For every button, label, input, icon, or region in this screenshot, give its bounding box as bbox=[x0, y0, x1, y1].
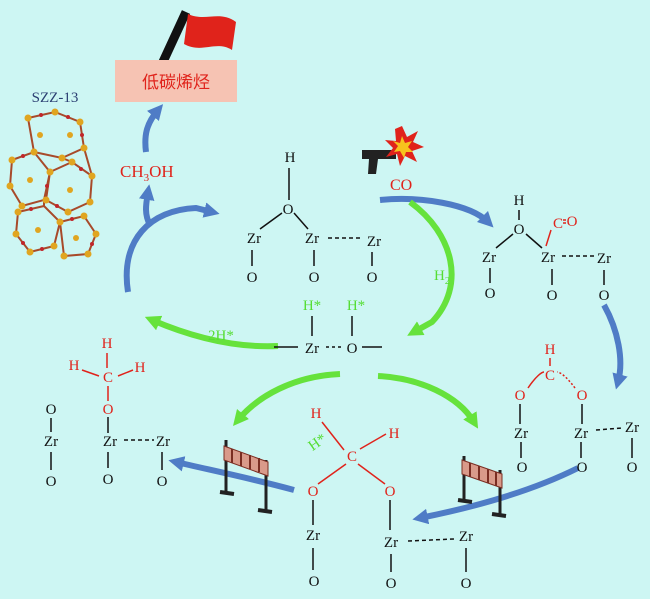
atom-h: H bbox=[545, 342, 556, 358]
atom-o: O bbox=[386, 576, 397, 592]
methanol-label: CH3OH bbox=[120, 162, 174, 184]
atom-zr: Zr bbox=[44, 434, 58, 450]
arrow-formate-formation bbox=[601, 303, 628, 390]
structure-h-dissociated: H* H* Zr O bbox=[274, 298, 382, 357]
atom-o: O bbox=[103, 402, 114, 418]
atom-c: C bbox=[545, 368, 555, 384]
atom-o: O bbox=[517, 460, 528, 476]
co-label: CO bbox=[390, 177, 412, 194]
structure-formate: H C O O Zr Zr Zr O O O bbox=[514, 342, 639, 476]
atom-h: H bbox=[514, 193, 525, 209]
atom-zr: Zr bbox=[247, 231, 261, 247]
barrier-icon bbox=[219, 440, 273, 514]
atom-o: O bbox=[157, 474, 168, 490]
product-label: 低碳烯烃 bbox=[142, 73, 210, 92]
arrow-co-adsorption bbox=[379, 195, 494, 228]
product-box bbox=[115, 60, 237, 102]
atom-zr: Zr bbox=[597, 251, 611, 267]
atom-o: O bbox=[514, 222, 525, 238]
atom-o: O bbox=[46, 474, 57, 490]
atom-o: O bbox=[283, 202, 294, 218]
atom-zr: Zr bbox=[305, 341, 319, 357]
atom-c: C bbox=[347, 449, 357, 465]
arrow-h-to-left bbox=[233, 371, 341, 426]
atom-zr: Zr bbox=[305, 231, 319, 247]
atom-o: O bbox=[347, 341, 358, 357]
atom-o: O bbox=[367, 270, 378, 286]
atom-zr: Zr bbox=[541, 250, 555, 266]
structure-methoxy: H H H C O Zr Zr O O O Zr O bbox=[44, 336, 170, 490]
atom-o: O bbox=[515, 388, 526, 404]
atom-h: H bbox=[311, 406, 322, 422]
atom-o: O bbox=[547, 288, 558, 304]
atom-o: O bbox=[103, 472, 114, 488]
arrow-h2-dissociation bbox=[407, 199, 455, 336]
atom-o: O bbox=[247, 270, 258, 286]
atom-zr: Zr bbox=[384, 535, 398, 551]
atom-o: O bbox=[567, 214, 578, 230]
atom-h-star: H* bbox=[347, 298, 365, 314]
atom-c: C bbox=[553, 216, 563, 232]
atom-h: H bbox=[102, 336, 113, 352]
atom-zr: Zr bbox=[156, 434, 170, 450]
atom-o: O bbox=[485, 286, 496, 302]
atom-o: O bbox=[627, 460, 638, 476]
atom-o: O bbox=[309, 270, 320, 286]
atom-c: C bbox=[103, 370, 113, 386]
barrier-icon bbox=[457, 456, 507, 518]
atom-o: O bbox=[309, 574, 320, 590]
arrow-2h-transfer bbox=[144, 315, 279, 350]
atom-zr: Zr bbox=[367, 234, 381, 250]
atom-zr: Zr bbox=[574, 426, 588, 442]
atom-o: O bbox=[461, 576, 472, 592]
atom-o: O bbox=[577, 460, 588, 476]
atom-zr: Zr bbox=[306, 528, 320, 544]
catalyst-label: SZZ-13 bbox=[32, 90, 79, 106]
twoh-label: 2H* bbox=[208, 328, 234, 344]
flag-icon bbox=[157, 10, 236, 66]
atom-h: H bbox=[285, 150, 296, 166]
atom-zr: Zr bbox=[103, 434, 117, 450]
atom-o: O bbox=[385, 484, 396, 500]
arrow-to-methoxy bbox=[168, 456, 295, 493]
atom-h: H bbox=[69, 358, 80, 374]
atom-zr: Zr bbox=[625, 420, 639, 436]
arrow-cycle-upper-left bbox=[123, 202, 220, 293]
atom-o: O bbox=[46, 402, 57, 418]
atom-zr: Zr bbox=[482, 250, 496, 266]
explosion-icon bbox=[385, 126, 424, 166]
structure-co-adsorbed: H O Zr Zr Zr O O O C O bbox=[482, 193, 611, 304]
atom-zr: Zr bbox=[514, 426, 528, 442]
atom-o: O bbox=[599, 288, 610, 304]
catalyst-framework-icon bbox=[6, 108, 100, 260]
atom-h: H bbox=[389, 426, 400, 442]
atom-h-star: H* bbox=[303, 298, 321, 314]
atom-zr: Zr bbox=[459, 529, 473, 545]
structure-hydroxyl-top: H O Zr Zr Zr O O O bbox=[247, 150, 382, 286]
atom-o: O bbox=[308, 484, 319, 500]
arrow-h-to-right bbox=[377, 373, 479, 429]
arrow-methanol-to-olefin bbox=[142, 104, 164, 153]
atom-o: O bbox=[577, 388, 588, 404]
h2-label: H2 bbox=[434, 268, 450, 287]
atom-h: H bbox=[135, 360, 146, 376]
